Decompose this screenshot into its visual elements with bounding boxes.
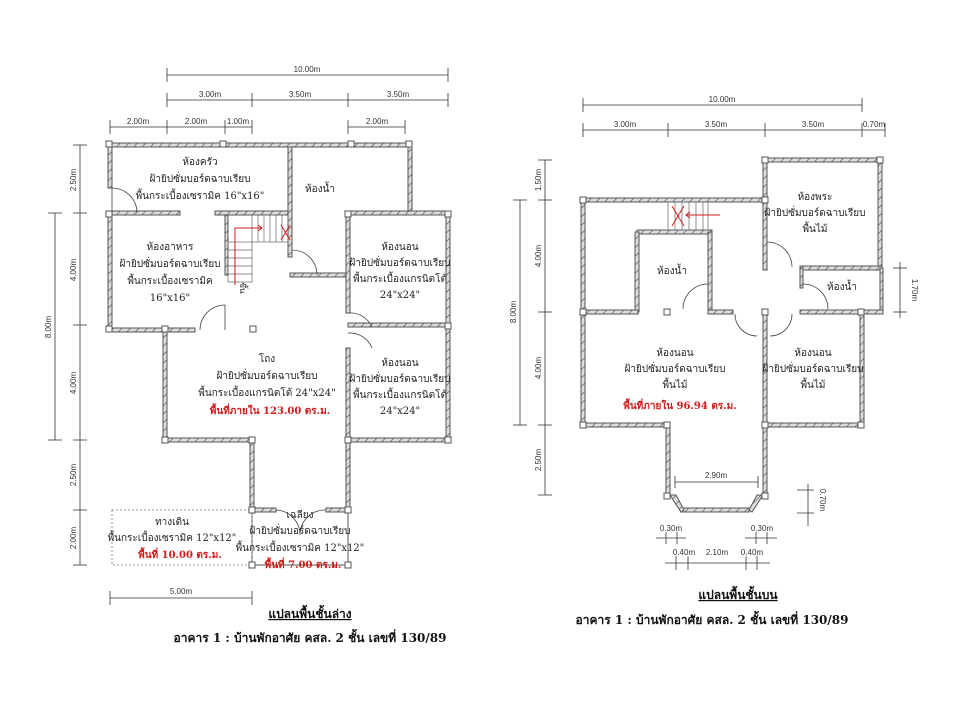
upper-floor-title: แปลนพื้นชั้นบน bbox=[698, 585, 778, 602]
svg-text:พื้นกระเบื้องเซรามิค 16"x16": พื้นกระเบื้องเซรามิค 16"x16" bbox=[136, 188, 265, 202]
svg-text:ห้องนอน: ห้องนอน bbox=[381, 357, 418, 369]
dim-w1: 3.00m bbox=[614, 120, 637, 129]
svg-text:ห้องอาหาร: ห้องอาหาร bbox=[147, 241, 194, 253]
room-hall: โถง ฝ้ายิปซั่มบอร์ดฉาบเรียบ พื้นกระเบื้อ… bbox=[198, 352, 335, 417]
room-bathroom: ห้องน้ำ bbox=[305, 181, 335, 195]
porch-area: พื้นที่ 7.00 ตร.ม. bbox=[265, 557, 342, 571]
dim-w2: 3.50m bbox=[705, 120, 728, 129]
svg-text:พื้นกระเบื้องแกรนิตโต้: พื้นกระเบื้องแกรนิตโต้ bbox=[353, 387, 447, 401]
upper-doors bbox=[682, 241, 829, 337]
dim-total-width: 10.00m bbox=[294, 65, 321, 74]
dim-bay-depth: 0.70m bbox=[818, 489, 827, 512]
svg-text:ฝ้ายิปซั่มบอร์ดฉาบเรียบ: ฝ้ายิปซั่มบอร์ดฉาบเรียบ bbox=[349, 371, 450, 385]
ground-doors bbox=[111, 187, 373, 536]
upper-dimensions: 10.00m 3.00m 3.50m 3.50m 0.70m 1.50m 4.0… bbox=[509, 95, 919, 570]
dim-w1: 3.00m bbox=[199, 90, 222, 99]
dim-total-depth: 8.00m bbox=[509, 301, 518, 324]
dim-s1: 2.00m bbox=[127, 117, 150, 126]
svg-text:24"x24": 24"x24" bbox=[380, 290, 420, 301]
dim-v1: 2.50m bbox=[69, 169, 78, 192]
dim-v2: 4.00m bbox=[69, 259, 78, 282]
dim-w2: 3.50m bbox=[289, 90, 312, 99]
svg-text:ฝ้ายิปซั่มบอร์ดฉาบเรียบ: ฝ้ายิปซั่มบอร์ดฉาบเรียบ bbox=[624, 361, 725, 375]
room-bedroom-2: ห้องนอน ฝ้ายิปซั่มบอร์ดฉาบเรียบ พื้นไม้ bbox=[762, 347, 863, 391]
dim-w3: 3.50m bbox=[387, 90, 410, 99]
upper-area: พื้นที่ภายใน 96.94 ตร.ม. bbox=[623, 398, 737, 412]
room-bedroom-1: ห้องนอน ฝ้ายิปซั่มบอร์ดฉาบเรียบ พื้นกระเ… bbox=[349, 241, 450, 301]
dim-bay-b3: 0.40m bbox=[741, 548, 764, 557]
svg-text:พื้นกระเบื้องเซรามิค: พื้นกระเบื้องเซรามิค bbox=[127, 273, 212, 287]
dim-walkway-width: 5.00m bbox=[170, 587, 193, 596]
dim-bay-width: 2.90m bbox=[705, 471, 728, 480]
svg-text:16"x16": 16"x16" bbox=[150, 293, 190, 304]
svg-text:ห้องนอน: ห้องนอน bbox=[656, 347, 693, 359]
ground-building-caption: อาคาร 1 : บ้านพักอาศัย คสล. 2 ชั้น เลขที… bbox=[174, 628, 447, 645]
room-bathroom-1: ห้องน้ำ bbox=[657, 263, 687, 277]
svg-text:พื้นไม้: พื้นไม้ bbox=[800, 377, 825, 391]
ground-floor-title: แปลนพื้นชั้นล่าง bbox=[268, 604, 351, 621]
upper-floor-plan: 10.00m 3.00m 3.50m 3.50m 0.70m 1.50m 4.0… bbox=[509, 95, 919, 627]
svg-text:พื้นกระเบื้องแกรนิตโต้ 24"x24": พื้นกระเบื้องแกรนิตโต้ 24"x24" bbox=[198, 385, 335, 399]
room-dining: ห้องอาหาร ฝ้ายิปซั่มบอร์ดฉาบเรียบ พื้นกร… bbox=[119, 241, 220, 304]
dim-v2: 4.00m bbox=[534, 245, 543, 268]
svg-text:พื้นกระเบื้องเซรามิค 12"x12": พื้นกระเบื้องเซรามิค 12"x12" bbox=[236, 540, 365, 554]
upper-stair bbox=[667, 201, 720, 231]
ground-stair: ขึ้น bbox=[227, 214, 291, 294]
ground-dimensions: 10.00m 3.00m 3.50m 3.50m 2.00m 2.00m 1.0… bbox=[44, 65, 449, 605]
svg-text:ฝ้ายิปซั่มบอร์ดฉาบเรียบ: ฝ้ายิปซั่มบอร์ดฉาบเรียบ bbox=[249, 523, 350, 537]
walkway-area: พื้นที่ 10.00 ตร.ม. bbox=[138, 547, 222, 561]
svg-text:ฝ้ายิปซั่มบอร์ดฉาบเรียบ: ฝ้ายิปซั่มบอร์ดฉาบเรียบ bbox=[764, 205, 865, 219]
dim-s3: 1.00m bbox=[227, 117, 250, 126]
dim-v3: 4.00m bbox=[534, 357, 543, 380]
svg-text:พื้นไม้: พื้นไม้ bbox=[802, 221, 827, 235]
room-bedroom-2: ห้องนอน ฝ้ายิปซั่มบอร์ดฉาบเรียบ พื้นกระเ… bbox=[349, 357, 450, 417]
svg-text:ฝ้ายิปซั่มบอร์ดฉาบเรียบ: ฝ้ายิปซั่มบอร์ดฉาบเรียบ bbox=[149, 171, 250, 185]
svg-text:พื้นกระเบื้องแกรนิตโต้: พื้นกระเบื้องแกรนิตโต้ bbox=[353, 271, 447, 285]
svg-text:ฝ้ายิปซั่มบอร์ดฉาบเรียบ: ฝ้ายิปซั่มบอร์ดฉาบเรียบ bbox=[349, 255, 450, 269]
svg-text:24"x24": 24"x24" bbox=[380, 406, 420, 417]
dim-w4: 0.70m bbox=[863, 120, 886, 129]
dim-bay-b1: 0.40m bbox=[673, 548, 696, 557]
ground-floor-plan: 10.00m 3.00m 3.50m 3.50m 2.00m 2.00m 1.0… bbox=[44, 65, 452, 645]
stair-up-label: ขึ้น bbox=[238, 283, 249, 294]
svg-text:ห้องพระ: ห้องพระ bbox=[798, 191, 833, 203]
room-bedroom-1: ห้องนอน ฝ้ายิปซั่มบอร์ดฉาบเรียบ พื้นไม้ … bbox=[623, 347, 737, 412]
dim-w3: 3.50m bbox=[802, 120, 825, 129]
svg-text:ห้องนอน: ห้องนอน bbox=[381, 241, 418, 253]
dim-total-width: 10.00m bbox=[709, 95, 736, 104]
svg-text:ห้องนอน: ห้องนอน bbox=[794, 347, 831, 359]
dim-s2: 2.00m bbox=[185, 117, 208, 126]
dim-s4: 2.00m bbox=[366, 117, 389, 126]
dim-bay-off-l: 0.30m bbox=[660, 524, 683, 533]
room-walkway: ทางเดิน พื้นกระเบื้องเซรามิค 12"x12" พื้… bbox=[108, 517, 237, 561]
svg-text:เฉลียง: เฉลียง bbox=[286, 509, 313, 521]
svg-text:ฝ้ายิปซั่มบอร์ดฉาบเรียบ: ฝ้ายิปซั่มบอร์ดฉาบเรียบ bbox=[119, 256, 220, 270]
hall-area: พื้นที่ภายใน 123.00 ตร.ม. bbox=[210, 403, 330, 417]
svg-text:โถง: โถง bbox=[259, 352, 275, 365]
upper-walls bbox=[579, 156, 884, 513]
room-kitchen: ห้องครัว ฝ้ายิปซั่มบอร์ดฉาบเรียบ พื้นกระ… bbox=[136, 156, 265, 202]
dim-bay-b2: 2.10m bbox=[706, 548, 729, 557]
dim-total-depth: 8.00m bbox=[44, 316, 53, 339]
svg-text:ห้องครัว: ห้องครัว bbox=[182, 156, 217, 168]
dim-v3: 4.00m bbox=[69, 372, 78, 395]
room-shrine: ห้องพระ ฝ้ายิปซั่มบอร์ดฉาบเรียบ พื้นไม้ bbox=[764, 191, 865, 235]
dim-bath-depth: 1.70m bbox=[910, 279, 919, 302]
room-porch: เฉลียง ฝ้ายิปซั่มบอร์ดฉาบเรียบ พื้นกระเบ… bbox=[236, 509, 365, 571]
dim-v4: 2.50m bbox=[534, 449, 543, 472]
room-bathroom-2: ห้องน้ำ bbox=[827, 279, 857, 293]
svg-text:ฝ้ายิปซั่มบอร์ดฉาบเรียบ: ฝ้ายิปซั่มบอร์ดฉาบเรียบ bbox=[216, 368, 317, 382]
svg-text:พื้นกระเบื้องเซรามิค 12"x12": พื้นกระเบื้องเซรามิค 12"x12" bbox=[108, 530, 237, 544]
dim-v1: 1.50m bbox=[534, 169, 543, 192]
svg-text:ฝ้ายิปซั่มบอร์ดฉาบเรียบ: ฝ้ายิปซั่มบอร์ดฉาบเรียบ bbox=[762, 361, 863, 375]
dim-v5: 2.00m bbox=[69, 527, 78, 550]
dim-bay-off-r: 0.30m bbox=[751, 524, 774, 533]
dim-v4: 2.50m bbox=[69, 464, 78, 487]
svg-text:พื้นไม้: พื้นไม้ bbox=[662, 377, 687, 391]
upper-building-caption: อาคาร 1 : บ้านพักอาศัย คสล. 2 ชั้น เลขที… bbox=[576, 610, 849, 627]
ground-walls bbox=[105, 140, 452, 569]
svg-text:ทางเดิน: ทางเดิน bbox=[155, 517, 189, 528]
